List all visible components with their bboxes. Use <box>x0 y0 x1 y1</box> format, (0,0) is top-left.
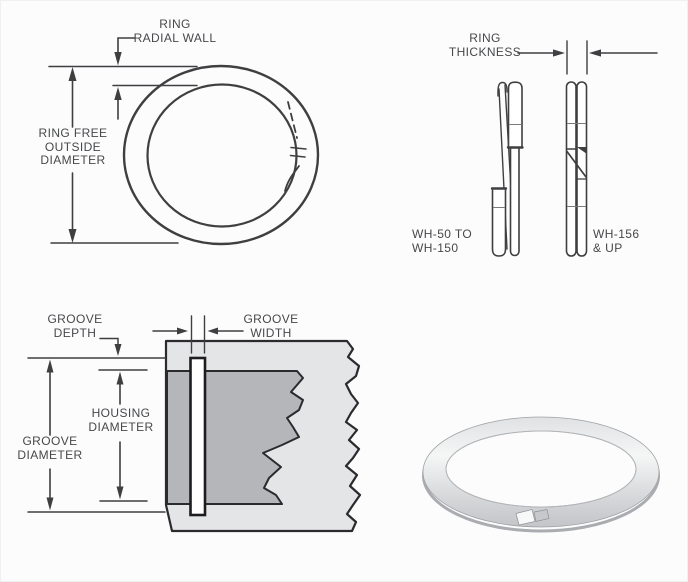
ring-gap-undercoil <box>533 509 550 522</box>
spiral-end-flap <box>284 165 300 192</box>
ring-thickness-label: RING THICKNESS <box>448 31 522 59</box>
wh-small-series-label: WH-50 TO WH-150 <box>412 227 473 255</box>
groove-dia-arrow-up <box>46 359 54 373</box>
ring-inner-rim <box>445 430 637 508</box>
radial-wall-arrow-down <box>114 52 122 66</box>
edge-view-small-series <box>490 81 524 257</box>
groove-dia-arrow-down <box>46 497 54 511</box>
groove-width-arrow-left <box>207 327 218 335</box>
ring-in-groove <box>189 356 207 517</box>
thickness-arrow-left <box>589 49 601 57</box>
groove-width-label: GROOVE WIDTH <box>243 312 299 340</box>
spiral-end-tick-2 <box>289 154 306 158</box>
groove-depth-label: GROOVE DEPTH <box>47 312 103 340</box>
free-od-arrow-up <box>68 67 77 81</box>
ring-radial-wall-label: RING RADIAL WALL <box>133 17 217 45</box>
housing-dia-arrow-up <box>116 371 124 385</box>
left-turn-top-cap <box>497 81 508 97</box>
housing-dia-arrow-down <box>116 486 124 500</box>
housing-diameter-label: HOUSING DIAMETER <box>88 406 154 434</box>
inner-end-segment <box>491 187 507 257</box>
left-turn-strip <box>565 81 577 257</box>
ring-free-od-label: RING FREE OUTSIDE DIAMETER <box>38 126 108 167</box>
spiral-ring-photo <box>422 416 660 533</box>
edge-view-large-series <box>565 81 588 257</box>
crossover-diagonal <box>566 150 587 178</box>
ring-edge-views-drawing <box>490 40 658 257</box>
thickness-arrow-right <box>553 49 565 57</box>
groove-depth-leader <box>99 337 119 345</box>
groove-width-arrow-right <box>177 327 188 335</box>
ring-outer-edge <box>122 64 320 246</box>
housing-cross-section-drawing <box>27 315 362 533</box>
crossover-wedge <box>576 147 587 154</box>
spiral-end-hidden-line <box>287 101 298 139</box>
radial-wall-leader <box>117 37 136 53</box>
groove-depth-arrow <box>114 344 122 356</box>
wh-large-series-label: WH-156 & UP <box>593 227 640 255</box>
ring-inner-edge <box>146 83 298 228</box>
radial-wall-arrow-up <box>114 87 122 100</box>
groove-diameter-label: GROOVE DIAMETER <box>17 434 83 462</box>
spiral-end-tick-1 <box>290 146 307 150</box>
ring-gap-end <box>515 509 536 526</box>
ring-front-view-drawing <box>48 37 320 246</box>
outer-end-segment <box>507 81 523 149</box>
right-turn-strip <box>576 81 588 257</box>
free-od-arrow-down <box>68 229 77 243</box>
